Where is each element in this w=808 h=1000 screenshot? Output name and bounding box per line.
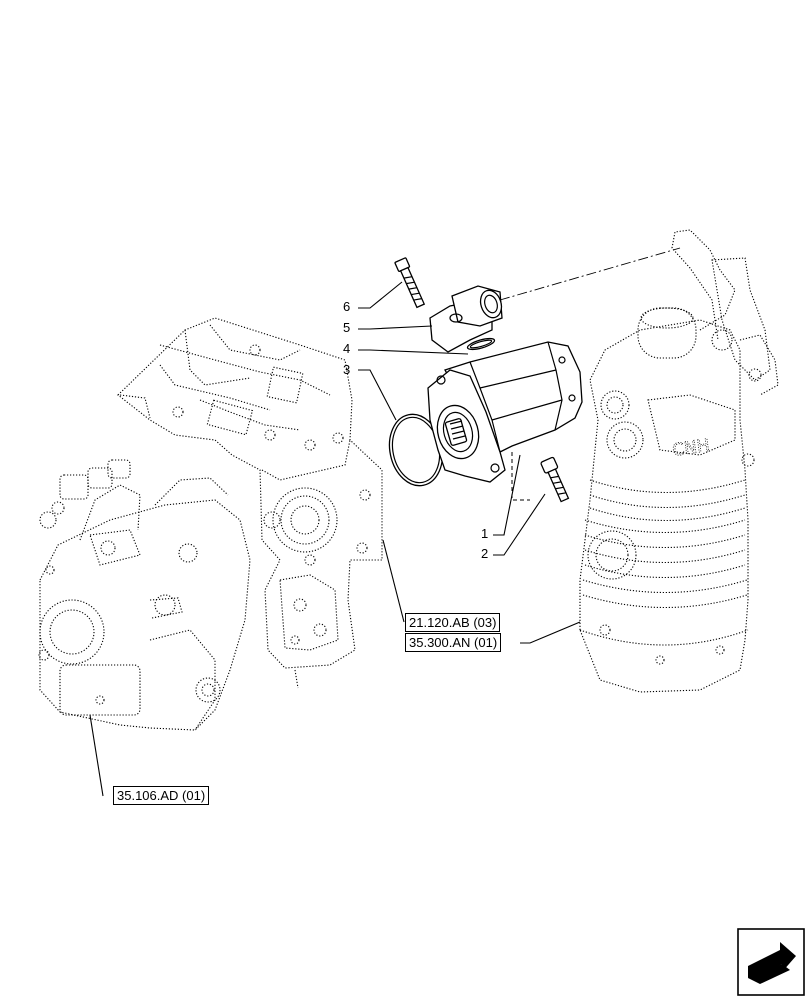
reference-35-300-an[interactable]: 35.300.AN (01) [405,633,502,652]
callout-3: 3 [343,362,351,377]
part-6-bolt [394,257,426,309]
filter-housing-ghost: CNH [579,229,779,693]
callout-2: 2 [481,546,489,561]
callout-5: 5 [343,320,351,335]
part-1-gear-pump [427,341,583,483]
assembly-centerline [499,247,681,301]
hydraulic-pump-ghost [38,459,251,731]
callout-leaders [89,281,581,797]
next-page-arrow-icon[interactable] [737,928,805,996]
reference-21-120-ab[interactable]: 21.120.AB (03) [405,613,501,632]
reference-35-106-ad[interactable]: 35.106.AD (01) [113,786,210,805]
part-1-guide-line [511,452,530,501]
transmission-housing-ghost [117,317,383,689]
part-2-bolt [540,456,570,503]
callout-6: 6 [343,299,351,314]
callout-1: 1 [481,526,489,541]
callout-4: 4 [343,341,351,356]
part-5-elbow-fitting [429,285,503,353]
part-4-small-o-ring [466,337,496,351]
